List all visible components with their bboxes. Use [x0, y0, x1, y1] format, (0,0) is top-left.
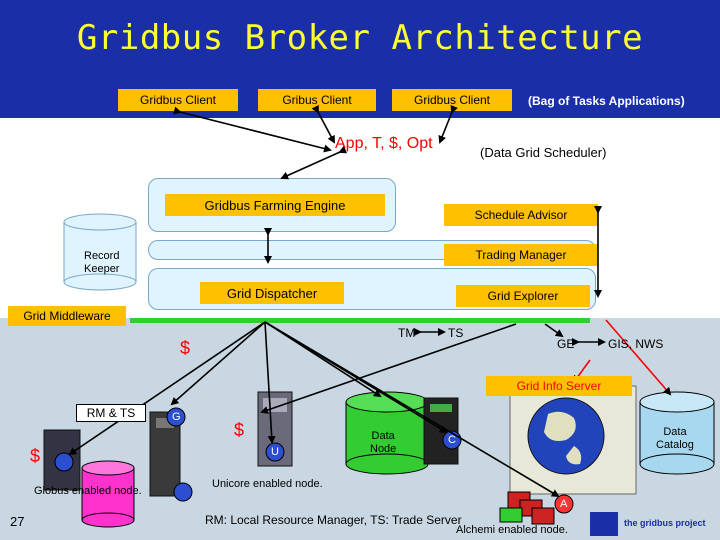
record-keeper-label: Record Keeper	[84, 250, 120, 275]
ts-label: TS	[448, 326, 464, 340]
u-badge: U	[271, 446, 279, 458]
gridbus-project-logo: the gridbus project	[624, 518, 706, 528]
data-node-label: Data Node	[370, 430, 397, 455]
ge-label: GE	[557, 337, 575, 351]
unicore-node-label: Unicore enabled node.	[212, 478, 323, 490]
a-badge: A	[560, 498, 568, 510]
tm-label: TM	[398, 326, 416, 340]
c-badge: C	[448, 434, 456, 446]
schedule-advisor: Schedule Advisor	[444, 204, 598, 226]
grid-info-server: Grid Info Server	[486, 376, 632, 396]
client-3: Gridbus Client	[392, 89, 512, 111]
dollar-label-top: $	[180, 338, 191, 358]
globus-node-label: Globus enabled node.	[34, 485, 142, 497]
data-grid-scheduler-label: (Data Grid Scheduler)	[480, 145, 607, 160]
bag-of-tasks-label: (Bag of Tasks Applications)	[528, 94, 685, 108]
rm-ts-box: RM & TS	[76, 404, 146, 422]
dollar-label-left: $	[30, 446, 41, 466]
trading-manager: Trading Manager	[444, 244, 598, 266]
footnote: RM: Local Resource Manager, TS: Trade Se…	[205, 513, 462, 527]
data-catalog-label: Data Catalog	[656, 426, 694, 451]
gis-nws-label: GIS, NWS	[608, 337, 664, 351]
dollar-label-mid: $	[234, 420, 245, 440]
grid-middleware: Grid Middleware	[8, 306, 126, 326]
g-badge: G	[172, 411, 181, 423]
grid-dispatcher: Grid Dispatcher	[200, 282, 344, 304]
app-t-opt-label: App, T, $, Opt	[335, 135, 433, 152]
alchemi-node-label: Alchemi enabled node.	[456, 524, 568, 536]
slide-title: Gridbus Broker Architecture	[76, 18, 644, 58]
client-2: Gribus Client	[258, 89, 376, 111]
farming-engine: Gridbus Farming Engine	[165, 194, 385, 216]
client-1: Gridbus Client	[118, 89, 238, 111]
page-number: 27	[10, 514, 25, 529]
grid-explorer: Grid Explorer	[456, 285, 590, 307]
